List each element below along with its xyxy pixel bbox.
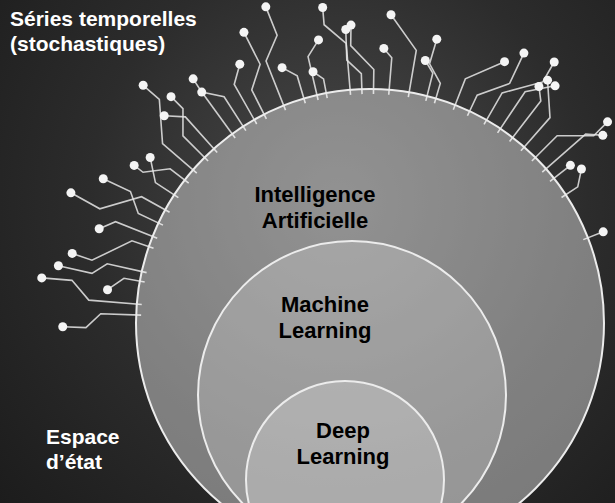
circuit-trace (42, 278, 142, 305)
circuit-dot (99, 174, 108, 183)
circuit-dot (189, 74, 198, 83)
circuit-trace (71, 193, 170, 212)
circuit-dot (235, 60, 244, 69)
circuit-trace (164, 116, 217, 153)
nested-circle: Intelligence ArtificielleMachine Learnin… (135, 88, 605, 503)
circuit-trace (244, 32, 266, 118)
circuit-trace (384, 48, 392, 94)
circuit-trace (542, 134, 603, 172)
circuit-dot (379, 44, 388, 53)
circle-title: Intelligence Artificielle (225, 182, 405, 234)
circuit-dot (130, 161, 139, 170)
circuit-trace (521, 80, 550, 151)
circuit-dot (421, 56, 430, 65)
circuit-dot (347, 21, 356, 30)
circuit-dot (603, 117, 612, 126)
circuit-dot (314, 35, 323, 44)
circuit-dot (139, 81, 148, 90)
circuit-dot (309, 67, 318, 76)
circuit-trace (430, 39, 441, 103)
circuit-dot (318, 3, 327, 12)
circuit-dot (95, 224, 104, 233)
circuit-dot (37, 273, 46, 282)
circuit-trace (99, 222, 157, 239)
corner-label: Séries temporelles (stochastiques) (10, 6, 215, 56)
circuit-dot (551, 81, 560, 90)
circuit-trace (134, 165, 189, 183)
circuit-dot (387, 10, 396, 19)
circuit-trace (202, 92, 235, 138)
circuit-trace (58, 264, 146, 274)
circuit-dot (239, 28, 248, 37)
circuit-dot (543, 76, 552, 85)
circuit-dot (599, 227, 608, 236)
circuit-trace (498, 86, 556, 133)
circuit-dot (278, 63, 287, 72)
circuit-dot (432, 35, 441, 44)
circle-shape (198, 241, 506, 503)
circuit-dot (500, 57, 509, 66)
circuit-dot (550, 58, 559, 67)
circuit-dot (167, 92, 176, 101)
circuit-trace (171, 97, 208, 161)
circuit-dot (58, 322, 67, 331)
circuit-trace (391, 15, 416, 97)
circuit-trace (143, 85, 197, 173)
nested-circle: Machine LearningDeep Learning (197, 240, 507, 503)
circuit-dot (261, 2, 270, 11)
circuit-trace (532, 122, 608, 161)
circuit-dot (66, 188, 75, 197)
circuit-trace (346, 30, 362, 95)
circuit-trace (103, 179, 163, 225)
circuit-trace (282, 68, 305, 104)
circuit-trace (351, 25, 374, 94)
circuit-trace (484, 62, 554, 124)
circuit-dot (160, 111, 169, 120)
circuit-dot (103, 285, 112, 294)
circuit-dot (197, 88, 206, 97)
circle-title: Machine Learning (255, 292, 395, 344)
circle-title: Deep Learning (283, 418, 403, 470)
circuit-dot (519, 49, 528, 58)
circle-shape (246, 381, 444, 503)
circuit-dot (566, 161, 575, 170)
circuit-dot (598, 131, 607, 140)
circuit-trace (72, 241, 153, 260)
circuit-dot (577, 164, 586, 173)
circuit-trace (266, 7, 286, 110)
circuit-dot (146, 153, 155, 162)
corner-label: Espace d’état (46, 424, 141, 474)
circuit-trace (150, 157, 178, 197)
nested-circle: Deep Learning (245, 380, 445, 503)
circuit-trace (308, 40, 318, 100)
circuit-dot (54, 261, 63, 270)
circuit-dot (68, 249, 77, 258)
circuit-trace (63, 314, 141, 328)
circuit-trace (193, 79, 246, 131)
circuit-dot (534, 82, 543, 91)
